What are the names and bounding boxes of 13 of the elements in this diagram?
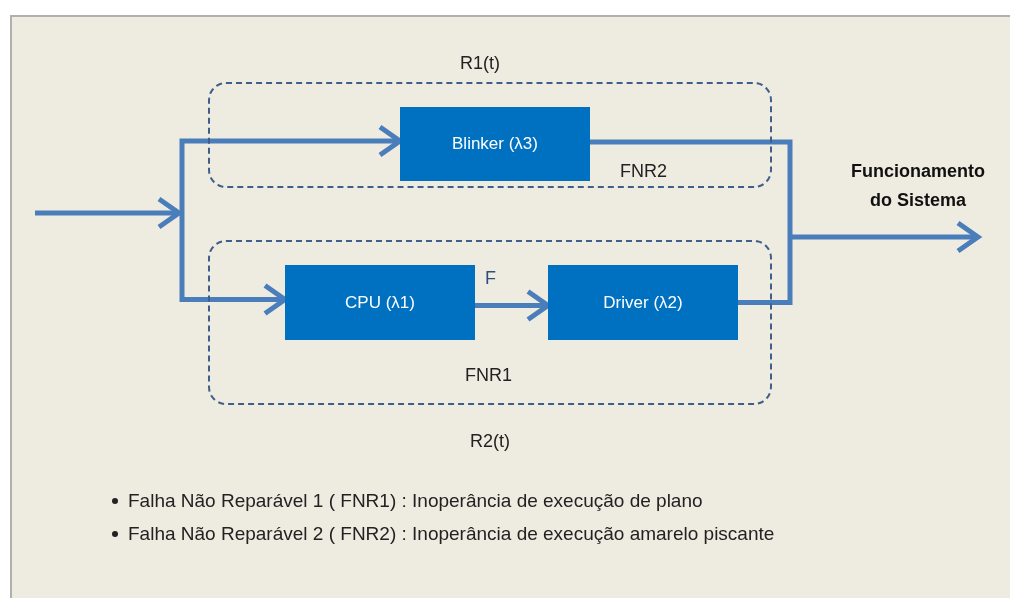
edge-label: F: [485, 267, 496, 290]
reliability-label: R2(t): [470, 430, 510, 453]
bullet-note: Falha Não Reparável 1 ( FNR1) : Inoperância de execução de plano: [128, 489, 703, 513]
output-label: Funcionamento do Sistema: [850, 160, 986, 212]
component-box: Driver (λ2): [548, 265, 738, 340]
group-label: FNR2: [620, 160, 667, 183]
component-box: Blinker (λ3): [400, 107, 590, 181]
input-arrow: [35, 196, 182, 230]
component-box: CPU (λ1): [285, 265, 475, 340]
reliability-label: R1(t): [460, 52, 500, 75]
group-label: FNR1: [465, 364, 512, 387]
output-arrow: [790, 220, 981, 254]
bullet-note: Falha Não Reparável 2 ( FNR2) : Inoperância de execução amarelo piscante: [128, 522, 775, 546]
